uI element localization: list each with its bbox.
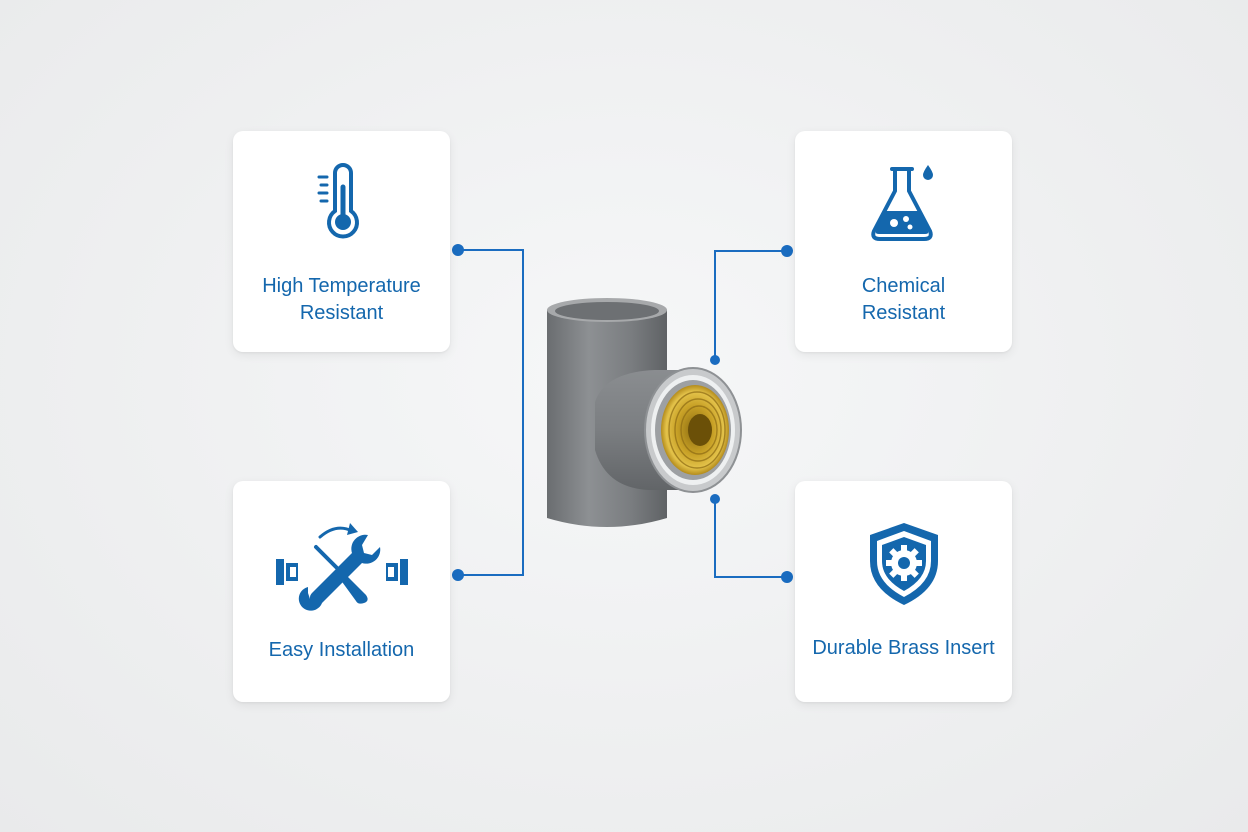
tools-icon	[275, 523, 408, 611]
connector-durable-brass	[714, 499, 787, 578]
connector-dot	[781, 571, 793, 583]
connector-dot	[781, 245, 793, 257]
brass-insert-tee-fitting	[547, 298, 742, 527]
feature-label: High Temperature Resistant	[262, 275, 421, 324]
shield-gear-icon	[869, 523, 938, 605]
feature-card-easy-installation: Easy Installation	[233, 481, 450, 702]
connector-chemical	[714, 250, 787, 360]
connector-dot	[452, 569, 464, 581]
feature-label: Easy Installation	[268, 639, 415, 661]
feature-card-chemical: Chemical Resistant	[795, 131, 1012, 352]
connector-high-temperature	[458, 249, 524, 576]
thermometer-icon	[317, 163, 359, 239]
connector-dot	[452, 244, 464, 256]
feature-label: Chemical Resistant	[861, 275, 946, 324]
feature-card-durable-brass: Durable Brass Insert	[795, 481, 1012, 702]
feature-card-high-temperature: High Temperature Resistant	[233, 131, 450, 352]
connector-dot	[710, 494, 720, 504]
flask-icon	[870, 165, 933, 241]
feature-label: Durable Brass Insert	[812, 637, 995, 659]
connector-dot	[710, 355, 720, 365]
